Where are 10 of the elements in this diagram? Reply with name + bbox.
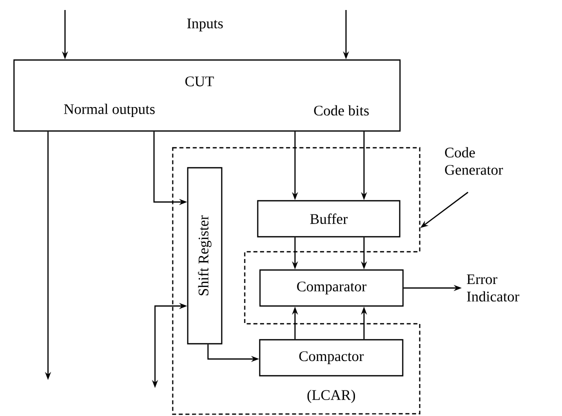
buffer-box: Buffer	[257, 200, 400, 238]
inputs-label: Inputs	[187, 18, 223, 32]
note-label: (LCAR)	[307, 390, 356, 403]
region-label: Code Generator	[445, 147, 503, 175]
comparator-box: Comparator	[259, 269, 404, 307]
register-box: Shift Register	[187, 167, 222, 344]
circuit-box: CUT Normal outputs Code bits	[13, 59, 401, 132]
dashed-region	[172, 147, 420, 415]
compactor-box: Compactor	[259, 339, 404, 376]
output-label: Error Indicator	[466, 274, 520, 302]
